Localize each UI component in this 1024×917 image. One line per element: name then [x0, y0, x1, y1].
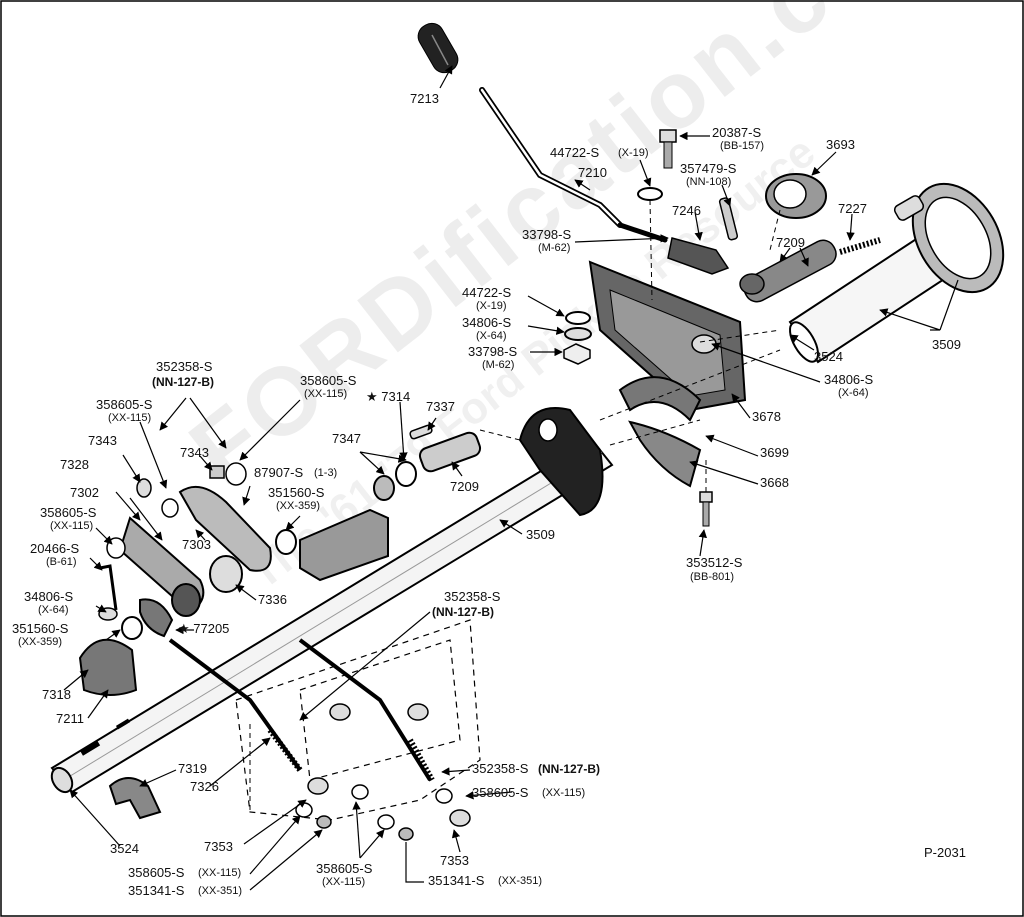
label-7314: ★ 7314 [366, 389, 411, 404]
label-358605-s-bottom-right: 358605-S [472, 785, 529, 800]
spec-xx-115-mid: (XX-115) [50, 520, 94, 532]
leader-lines [63, 65, 959, 891]
spec-x-19-mid: (X-19) [476, 300, 507, 312]
floor-plate [235, 619, 481, 821]
label-3678: 3678 [752, 409, 781, 424]
gear-shift-lever [417, 22, 668, 243]
label-7353-left: 7353 [204, 839, 233, 854]
label-44722-s-upper: 44722-S [550, 145, 600, 160]
spec-xx-115-left: (XX-115) [108, 412, 152, 424]
label-44722-s-mid: 44722-S [462, 285, 512, 300]
spec-nn-127-b-top: (NN-127-B) [152, 375, 215, 389]
nuts-washers-right [563, 311, 713, 527]
label-7326: 7326 [190, 779, 219, 794]
label-358605-s-bottom-left: 358605-S [128, 865, 185, 880]
label-33798-s-upper: 33798-S [522, 227, 572, 242]
label-87907-s: 87907-S [254, 465, 304, 480]
label-7302: 7302 [70, 485, 99, 500]
upper-small-parts [637, 129, 881, 303]
label-3699: 3699 [760, 445, 789, 460]
flange-plate [518, 407, 604, 517]
label-77205: ★ 77205 [178, 621, 230, 636]
label-33798-s-mid: 33798-S [468, 344, 518, 359]
spec-b-61: (B-61) [46, 556, 77, 568]
steering-column-tube [50, 438, 614, 794]
label-7336: 7336 [258, 592, 287, 607]
label-7318: 7318 [42, 687, 71, 702]
label-352358-s-top: 352358-S [156, 359, 213, 374]
spec-x-19-upper: (X-19) [618, 147, 649, 159]
column-clamp-7319 [108, 777, 162, 820]
label-358605-s-bottom-center: 358605-S [316, 861, 373, 876]
label-7213: 7213 [410, 91, 439, 106]
assembly-dashed-lines [249, 199, 781, 810]
label-34806-s-mid: 34806-S [462, 315, 512, 330]
label-34806-s-right: 34806-S [824, 372, 874, 387]
label-351341-s-left: 351341-S [128, 883, 185, 898]
label-7343-left: 7343 [88, 433, 117, 448]
shift-levers-left [78, 462, 272, 696]
label-3509-upper: 3509 [932, 337, 961, 352]
spec-nn-108: (NN-108) [686, 176, 732, 188]
spec-xx-359-top: (XX-359) [276, 500, 321, 512]
label-358605-s-left: 358605-S [96, 397, 153, 412]
spec-xx-359-left: (XX-359) [18, 636, 63, 648]
spec-nn-127-b-bottom: (NN-127-B) [538, 762, 601, 776]
label-352358-s-mid: 352358-S [444, 589, 501, 604]
spec-m-62-upper: (M-62) [538, 242, 571, 254]
label-7328: 7328 [60, 457, 89, 472]
label-7303: 7303 [182, 537, 211, 552]
spec-m-62-mid: (M-62) [482, 359, 515, 371]
label-20387-s: 20387-S [712, 125, 762, 140]
label-7337: 7337 [426, 399, 455, 414]
label-7227: 7227 [838, 201, 867, 216]
label-7246: 7246 [672, 203, 701, 218]
label-7210: 7210 [578, 165, 607, 180]
label-351341-s-right: 351341-S [428, 873, 485, 888]
label-7211: 7211 [56, 711, 84, 726]
column-bracket [588, 260, 747, 488]
spec-xx-115-bottom-center: (XX-115) [322, 876, 366, 888]
label-7343-right: 7343 [180, 445, 209, 460]
spec-bb-801: (BB-801) [690, 571, 735, 583]
spec-x-64-mid: (X-64) [476, 330, 507, 342]
label-7347: 7347 [332, 431, 361, 446]
label-3524-upper: 3524 [814, 349, 843, 364]
label-7319: 7319 [178, 761, 207, 776]
spec-xx-351-left: (XX-351) [198, 885, 243, 897]
spec-xx-115-bottom-right: (XX-115) [542, 787, 586, 799]
shift-rods [168, 638, 435, 782]
label-7209-upper: 7209 [776, 235, 805, 250]
label-20466-s: 20466-S [30, 541, 80, 556]
column-middle-parts [275, 424, 482, 582]
diagram-id: P-2031 [924, 845, 966, 860]
spec-xx-115-bottom-left: (XX-115) [198, 867, 242, 879]
spec-nn-127-b-mid: (NN-127-B) [432, 605, 495, 619]
label-358605-s-mid: 358605-S [40, 505, 97, 520]
spec-xx-351-right: (XX-351) [498, 875, 543, 887]
label-3668: 3668 [760, 475, 789, 490]
spec-x-64-right: (X-64) [838, 387, 869, 399]
spec-xx-115-top: (XX-115) [304, 388, 348, 400]
label-352358-s-bottom: 352358-S [472, 761, 529, 776]
label-353512-s: 353512-S [686, 555, 743, 570]
upper-column-tube [788, 182, 1005, 364]
spec-bb-157: (BB-157) [720, 140, 765, 152]
label-34806-s-left: 34806-S [24, 589, 74, 604]
label-351560-s-left: 351560-S [12, 621, 69, 636]
label-357479-s: 357479-S [680, 161, 737, 176]
spec-1-3: (1-3) [314, 467, 338, 479]
label-351560-s-top: 351560-S [268, 485, 325, 500]
label-3524-lower: 3524 [110, 841, 139, 856]
label-3693: 3693 [826, 137, 855, 152]
label-7209-mid: 7209 [450, 479, 479, 494]
spec-x-64-left: (X-64) [38, 604, 69, 616]
label-358605-s-top: 358605-S [300, 373, 357, 388]
label-7353-right: 7353 [440, 853, 469, 868]
label-3509-mid: 3509 [526, 527, 555, 542]
